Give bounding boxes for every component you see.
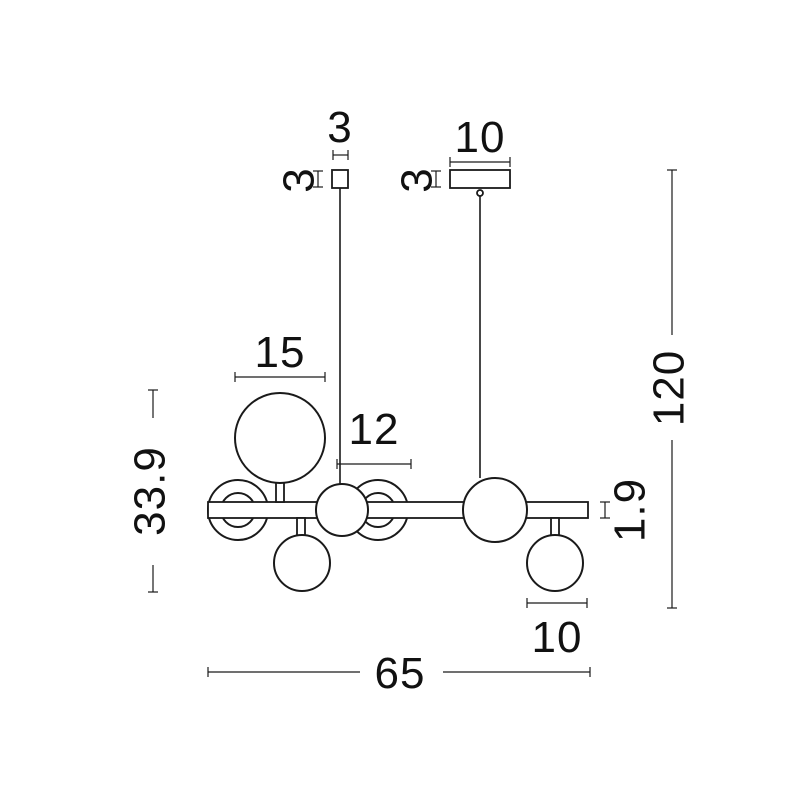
fixture-body <box>207 392 589 592</box>
total-width-dimension: 65 <box>207 649 591 698</box>
large-canopy <box>449 169 511 478</box>
total-width-label: 65 <box>375 649 426 698</box>
globe-large-label: 15 <box>255 328 306 377</box>
small-canopy-height-dimension: 3 <box>275 167 324 192</box>
small-canopy <box>331 169 349 485</box>
globe-large-dimension: 15 <box>234 328 326 382</box>
globe-medium-dimension: 12 <box>336 405 412 469</box>
small-canopy-width-dimension: 3 <box>327 103 352 160</box>
small-canopy-height-label: 3 <box>275 167 324 192</box>
large-canopy-width-dimension: 10 <box>449 113 511 167</box>
bar-thickness-dimension: 1.9 <box>600 478 655 542</box>
large-canopy-height-label: 3 <box>393 167 442 192</box>
globe-small-label: 10 <box>532 613 583 662</box>
total-height-label: 120 <box>645 350 694 426</box>
globe-medium-label: 12 <box>349 405 400 454</box>
bar-thickness-label: 1.9 <box>606 478 655 542</box>
large-canopy-width-label: 10 <box>455 113 506 162</box>
small-canopy-width-label: 3 <box>327 103 352 152</box>
fixture-height-label: 33.9 <box>126 446 175 536</box>
fixture-height-dimension: 33.9 <box>126 389 175 593</box>
globe-small-dimension: 10 <box>526 598 588 662</box>
total-height-dimension: 120 <box>645 169 694 609</box>
large-canopy-height-dimension: 3 <box>393 167 442 192</box>
